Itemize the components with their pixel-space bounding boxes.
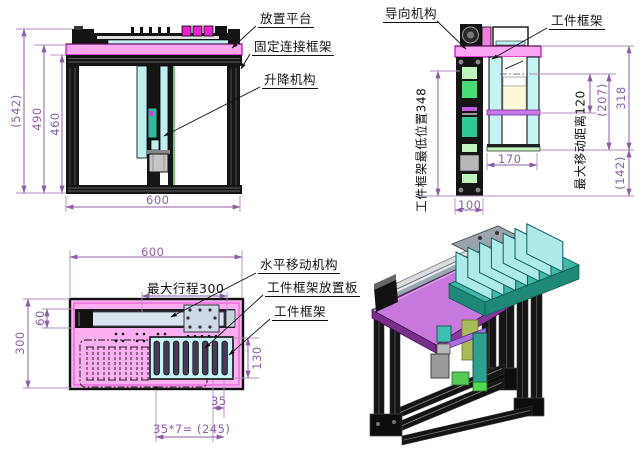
dim-top-60: 60 (33, 310, 47, 326)
dim-side-142: (142) (613, 156, 627, 190)
dim-side-170: 170 (498, 152, 522, 166)
front-view-drawing (16, 25, 261, 212)
label-guide-mechanism: 导向机构 (383, 6, 440, 23)
label-placement-plate: 工件框架放置板 (265, 280, 361, 297)
dim-top-width: 600 (141, 245, 165, 259)
dim-side-100: 100 (458, 198, 482, 212)
dim-top-130: 130 (250, 346, 264, 370)
dim-top-pitch-total: 35*7= (245) (153, 422, 231, 436)
label-fixed-frame: 固定连接框架 (252, 39, 335, 56)
dim-top-depth: 300 (13, 331, 27, 355)
dim-side-318: 318 (614, 86, 628, 110)
label-workpiece-frame-top: 工件框架 (272, 304, 329, 321)
label-max-stroke: 最大行程300 (147, 281, 225, 296)
label-lowest-position: 工件框架最低位置348 (414, 87, 429, 213)
label-placement-platform: 放置平台 (258, 11, 315, 28)
label-workpiece-frame-side: 工件框架 (549, 13, 606, 30)
label-lift-mechanism: 升降机构 (262, 72, 319, 89)
dim-front-490: 490 (30, 107, 44, 131)
side-view-drawing (418, 20, 634, 215)
dim-front-460: 460 (48, 112, 62, 136)
iso-view-drawing (369, 222, 580, 446)
dim-front-total-height: (542) (9, 94, 23, 128)
label-max-travel: 最大移动距离120 (573, 90, 588, 190)
top-view-drawing (23, 250, 271, 442)
dim-top-35: 35 (211, 394, 227, 408)
label-horizontal-mechanism: 水平移动机构 (258, 257, 341, 274)
dim-side-207: (207) (595, 83, 609, 117)
dim-front-width: 600 (146, 193, 170, 207)
